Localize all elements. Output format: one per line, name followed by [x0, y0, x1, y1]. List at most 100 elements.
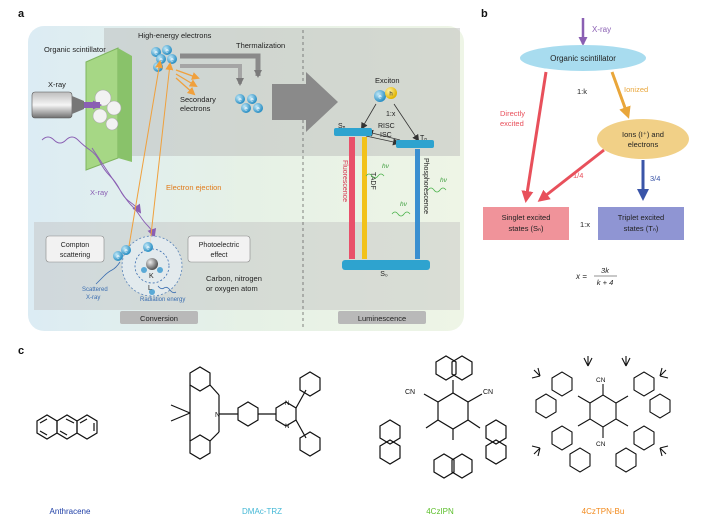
svg-text:h: h [389, 92, 392, 98]
b-scintillator-ellipse [520, 45, 646, 71]
secondary-electrons-label-2: electrons [180, 104, 211, 113]
tadf-bar [362, 137, 367, 259]
b-xray-label: X-ray [592, 25, 611, 34]
4cztpn-cn-top: CN [596, 377, 606, 384]
exciton-pair: e h [374, 87, 397, 102]
fluorescence-label: Fluorescence [341, 160, 348, 202]
svg-text:e: e [116, 255, 120, 261]
xray-wave-2 [91, 147, 157, 238]
ejection-line-2 [149, 62, 174, 245]
photoelectric-label-1: Photoelectric [199, 242, 240, 249]
b-ions-label-2: electrons [628, 140, 659, 149]
panel-label-a: a [18, 8, 25, 20]
b-ionized-label: Ionized [624, 85, 648, 94]
s0-level [342, 260, 430, 270]
fluorescence-bar [349, 137, 355, 259]
photoelectric-label-2: effect [211, 252, 228, 259]
b-triplet-box [598, 207, 684, 240]
molecule-name-anthracene: Anthracene [50, 507, 91, 516]
b-equation-denominator: k + 4 [597, 278, 613, 287]
b-singlet-label-2: states (Sₙ) [508, 224, 544, 233]
dmac-trz-n3: N [285, 424, 289, 430]
svg-text:e: e [244, 107, 248, 113]
b-quarter-arrow [537, 148, 605, 202]
svg-text:e: e [378, 95, 382, 101]
xray-wave-label: X-ray [90, 188, 108, 197]
xray-tube [31, 91, 102, 119]
molecule-name-4czipn: 4CzIPN [426, 507, 454, 516]
b-directly-label-1: Directly [500, 109, 525, 118]
scattered-wave [95, 261, 121, 285]
exciton-to-tn [393, 103, 420, 142]
dmac-trz-structure [170, 366, 321, 460]
shell-l-label: L [148, 285, 152, 292]
molecule-name-4cztpn-bu: 4CzTPN-Bu [582, 507, 625, 516]
hv-label-3: hν [440, 177, 448, 184]
high-energy-electrons-label: High-energy electrons [138, 31, 212, 40]
tn-label: Tₙ [420, 135, 427, 142]
luminescence-box [338, 311, 426, 324]
s0-label: S₀ [380, 271, 388, 278]
b-singlet-label-1: Singlet excited [502, 213, 551, 222]
4cztpn-bu-structure [531, 356, 671, 473]
thermalization-label: Thermalization [236, 41, 285, 50]
hv-waves [365, 173, 447, 217]
luminescence-label: Luminescence [358, 314, 406, 323]
phosphorescence-bar [415, 149, 420, 259]
b-ratio-1k: 1:k [577, 87, 587, 96]
svg-text:e: e [154, 51, 158, 57]
svg-text:e: e [146, 246, 150, 252]
svg-text:e: e [124, 249, 128, 255]
compton-label-1: Compton [61, 242, 90, 249]
ratio-1x-label: 1:x [386, 111, 396, 118]
b-directly-label-2: excited [500, 119, 524, 128]
fan-arrow-1 [175, 69, 200, 80]
shell-k-label: K [149, 273, 154, 280]
b-ions-label-1: Ions (I⁺) and [622, 130, 664, 139]
hv-label-1: hν [382, 163, 390, 170]
b-triplet-label-1: Triplet excited [618, 213, 664, 222]
svg-text:e: e [256, 107, 260, 113]
svg-text:e: e [165, 49, 169, 55]
b-three-quarter-label: 3/4 [650, 174, 660, 183]
b-quarter-label: 1/4 [573, 171, 583, 180]
atom: e e e [113, 235, 183, 297]
radiation-energy-label: Radiation energy [140, 297, 185, 303]
compton-box [45, 235, 105, 263]
b-ionized-arrow [610, 71, 631, 119]
isc-label: ISC [380, 132, 392, 139]
isc-arrow [365, 135, 400, 146]
risc-arrow [366, 129, 401, 141]
4czipn-cn-right: CN [483, 389, 493, 396]
xray-source-label: X-ray [48, 80, 66, 89]
conversion-box [120, 311, 198, 324]
big-grey-arrow [272, 72, 338, 132]
scattered-label-1: Scattered [82, 287, 108, 293]
exciton-label: Exciton [375, 76, 400, 85]
b-singlet-box [483, 207, 569, 240]
atom-label-1: Carbon, nitrogen [206, 274, 262, 283]
molecule-name-dmac-trz: DMAc-TRZ [242, 507, 282, 516]
exciton-to-sn [360, 103, 377, 130]
conversion-label: Conversion [140, 314, 178, 323]
b-direct-arrow [521, 71, 548, 203]
svg-text:e: e [170, 58, 174, 64]
electron-ejection-label: Electron ejection [166, 183, 221, 192]
4czipn-cn-left: CN [405, 389, 415, 396]
secondary-electrons: e e e e [235, 94, 263, 113]
scattered-label-2: X-ray [86, 295, 100, 301]
b-ions-ellipse [597, 119, 689, 159]
svg-text:e: e [250, 98, 254, 104]
thermalization-arrow-1 [180, 53, 262, 78]
secondary-electrons-label-1: Secondary [180, 95, 216, 104]
panel-label-b: b [481, 8, 488, 20]
4czipn-structure [379, 355, 507, 479]
fan-arrow-2 [175, 73, 198, 88]
b-triplet-label-2: states (Tₙ) [624, 224, 659, 233]
sn-level [334, 128, 434, 148]
hv-label-2: hν [400, 201, 408, 208]
compton-label-2: scattering [60, 252, 90, 259]
fan-arrow-3 [175, 77, 196, 96]
tadf-label: TADF [369, 172, 376, 190]
